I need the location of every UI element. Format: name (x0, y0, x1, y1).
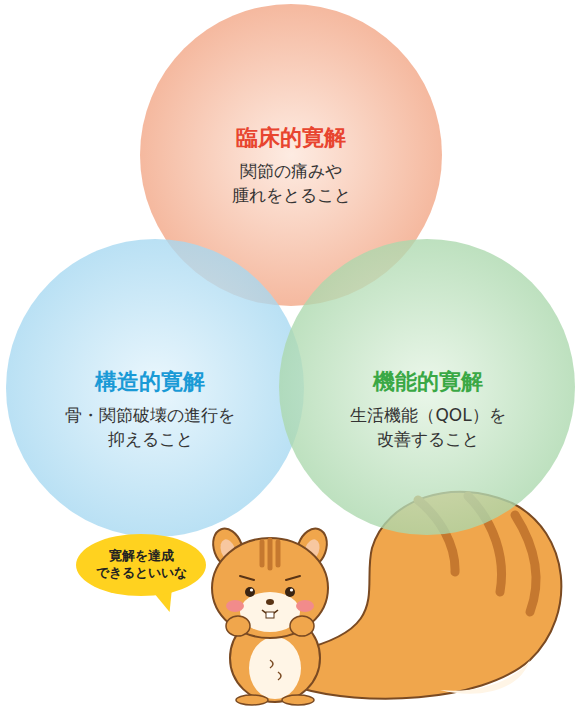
circle-heading: 臨床的寛解 (191, 124, 391, 153)
speech-bubble: 寛解を達成 できるといいな (76, 534, 206, 596)
speech-text: 寛解を達成 できるといいな (91, 548, 191, 582)
hand (226, 616, 250, 636)
tail-tip (440, 660, 530, 694)
circle-fill (6, 239, 304, 537)
teeth (266, 612, 274, 618)
text-group: 機能的寛解生活機能（QOL）を 改善すること (328, 368, 528, 452)
head-stripe (262, 540, 278, 568)
head (212, 538, 328, 638)
circle-heading: 構造的寛解 (50, 368, 250, 397)
text-group: 臨床的寛解関節の痛みや 腫れをとること (191, 124, 391, 208)
eye (285, 587, 295, 597)
circle-fill (279, 239, 575, 535)
eye-light (250, 588, 253, 591)
eye (245, 587, 255, 597)
text-group: 寛解を達成 できるといいな (91, 548, 191, 582)
foot (236, 695, 268, 705)
eye-light (290, 588, 293, 591)
nose (266, 599, 274, 605)
venn-circle: 機能的寛解生活機能（QOL）を 改善すること (278, 238, 576, 536)
eyebrow (240, 576, 300, 580)
belly-mark (270, 660, 281, 680)
circle-body: 生活機能（QOL）を 改善すること (328, 403, 528, 452)
cheek (296, 600, 314, 612)
text-group: 構造的寛解骨・関節破壊の進行を 抑えること (50, 368, 250, 452)
foot (282, 695, 314, 705)
venn-circle: 構造的寛解骨・関節破壊の進行を 抑えること (5, 238, 305, 538)
squirrel-head (208, 524, 332, 638)
bubble-fill (76, 534, 206, 596)
hand (290, 616, 314, 636)
belly (249, 637, 301, 699)
circle-body: 関節の痛みや 腫れをとること (191, 159, 391, 208)
cheek (226, 600, 244, 612)
tail-stripe (515, 515, 536, 612)
circle-heading: 機能的寛解 (328, 368, 528, 397)
circle-body: 骨・関節破壊の進行を 抑えること (50, 403, 250, 452)
